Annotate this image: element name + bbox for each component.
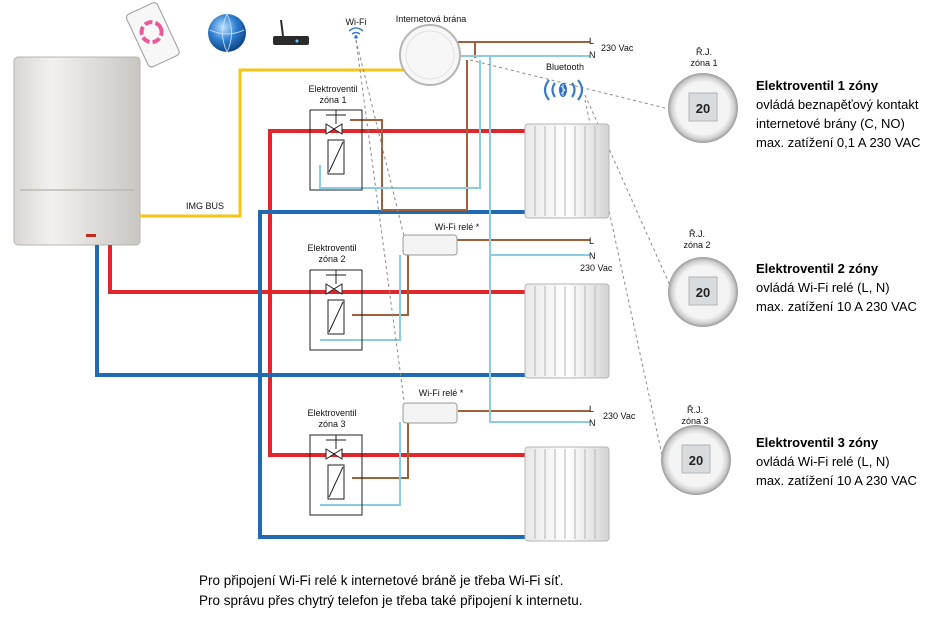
thermostat-2-label-line2: zóna 2 [683, 240, 711, 250]
wifi-relay-zone-2 [402, 234, 458, 256]
wifi-relay-label-3: Wi-Fi relé * [418, 388, 464, 398]
zone-2-title: Elektroventil 2 zóny [756, 261, 879, 276]
thermostat-1-display: 20 [696, 101, 710, 116]
gateway-label: Internetová brána [395, 14, 467, 24]
thermostat-1-label-line1: Ř.J. [695, 47, 712, 57]
valve-zone-1 [309, 109, 363, 191]
valve-1-label-line1: Elektroventil [308, 84, 358, 94]
valve-2-label-line2: zóna 2 [318, 254, 346, 264]
zone-3-title: Elektroventil 3 zóny [756, 435, 879, 450]
zone-1-line-1: ovládá beznapěťový kontakt [756, 97, 919, 112]
thermostat-zone-3: 20 [661, 425, 731, 495]
valve-1-label-line2: zóna 1 [319, 95, 347, 105]
valve-zone-2 [309, 269, 363, 351]
img-bus-cable [140, 68, 405, 218]
router-icon [273, 19, 309, 45]
valve-zone-3 [309, 434, 363, 516]
zone-3-description: Elektroventil 3 zóny ovládá Wi-Fi relé (… [756, 433, 946, 490]
valve-1-label: Elektroventil zóna 1 [308, 84, 357, 106]
valve-2-label: Elektroventil zóna 2 [307, 243, 356, 265]
bluetooth-icon [543, 79, 584, 101]
bluetooth-label: Bluetooth [545, 62, 585, 72]
zone-3-line-1: ovládá Wi-Fi relé (L, N) [756, 454, 890, 469]
radiator-1 [524, 123, 610, 219]
l-label-1: L [589, 36, 595, 46]
zone-2-line-2: max. zatížení 10 A 230 VAC [756, 299, 917, 314]
l-label-3: L [589, 404, 595, 414]
thermostat-2-label-line1: Ř.J. [688, 229, 705, 239]
thermostat-3-label: Ř.J. zóna 3 [681, 405, 708, 427]
thermostat-zone-1: 20 [668, 73, 738, 143]
n-label-3: N [589, 418, 596, 428]
zone-1-description: Elektroventil 1 zóny ovládá beznapěťový … [756, 76, 946, 152]
footer-line-1: Pro připojení Wi-Fi relé k internetové b… [199, 573, 564, 588]
light-blue-wires [319, 55, 590, 506]
n-label-2: N [589, 251, 596, 261]
wifi-relay-zone-3 [402, 402, 458, 424]
n-label-1: N [589, 50, 596, 60]
return-pipes [95, 210, 530, 539]
globe-icon [208, 13, 246, 53]
wifi-icon [348, 27, 364, 39]
zone-2-description: Elektroventil 2 zóny ovládá Wi-Fi relé (… [756, 259, 946, 316]
thermostat-3-label-line2: zóna 3 [681, 416, 709, 426]
voltage-label-2: 230 Vac [580, 263, 613, 273]
zone-3-line-2: max. zatížení 10 A 230 VAC [756, 473, 917, 488]
footer-line-2: Pro správu přes chytrý telefon je třeba … [199, 593, 583, 608]
smartphone-icon [125, 2, 180, 68]
thermostat-3-label-line1: Ř.J. [686, 405, 703, 415]
valve-2-label-line1: Elektroventil [307, 243, 357, 253]
thermostat-1-label: Ř.J. zóna 1 [690, 47, 717, 69]
boiler [13, 56, 141, 246]
valve-3-label-line1: Elektroventil [307, 408, 357, 418]
wifi-label: Wi-Fi [345, 17, 367, 27]
zone-1-title: Elektroventil 1 zóny [756, 78, 879, 93]
valve-3-label-line2: zóna 3 [318, 419, 346, 429]
thermostat-zone-2: 20 [668, 257, 738, 327]
img-bus-label: IMG BUS [186, 201, 225, 211]
radiator-3 [524, 446, 610, 542]
valve-3-label: Elektroventil zóna 3 [307, 408, 356, 430]
wifi-relay-label-2: Wi-Fi relé * [434, 222, 480, 232]
internet-gateway [399, 24, 461, 86]
thermostat-1-label-line2: zóna 1 [690, 58, 718, 68]
zone-1-line-3: max. zatížení 0,1 A 230 VAC [756, 135, 921, 150]
voltage-label-1: 230 Vac [601, 43, 634, 53]
zone-2-line-1: ovládá Wi-Fi relé (L, N) [756, 280, 890, 295]
zone-1-line-2: internetové brány (C, NO) [756, 116, 905, 131]
thermostat-2-display: 20 [696, 285, 710, 300]
footer-note: Pro připojení Wi-Fi relé k internetové b… [199, 571, 582, 611]
radiator-2 [524, 283, 610, 379]
voltage-label-3: 230 Vac [603, 411, 636, 421]
brown-wires [350, 41, 590, 479]
thermostat-3-display: 20 [689, 453, 703, 468]
thermostat-2-label: Ř.J. zóna 2 [683, 229, 710, 251]
l-label-2: L [589, 236, 595, 246]
